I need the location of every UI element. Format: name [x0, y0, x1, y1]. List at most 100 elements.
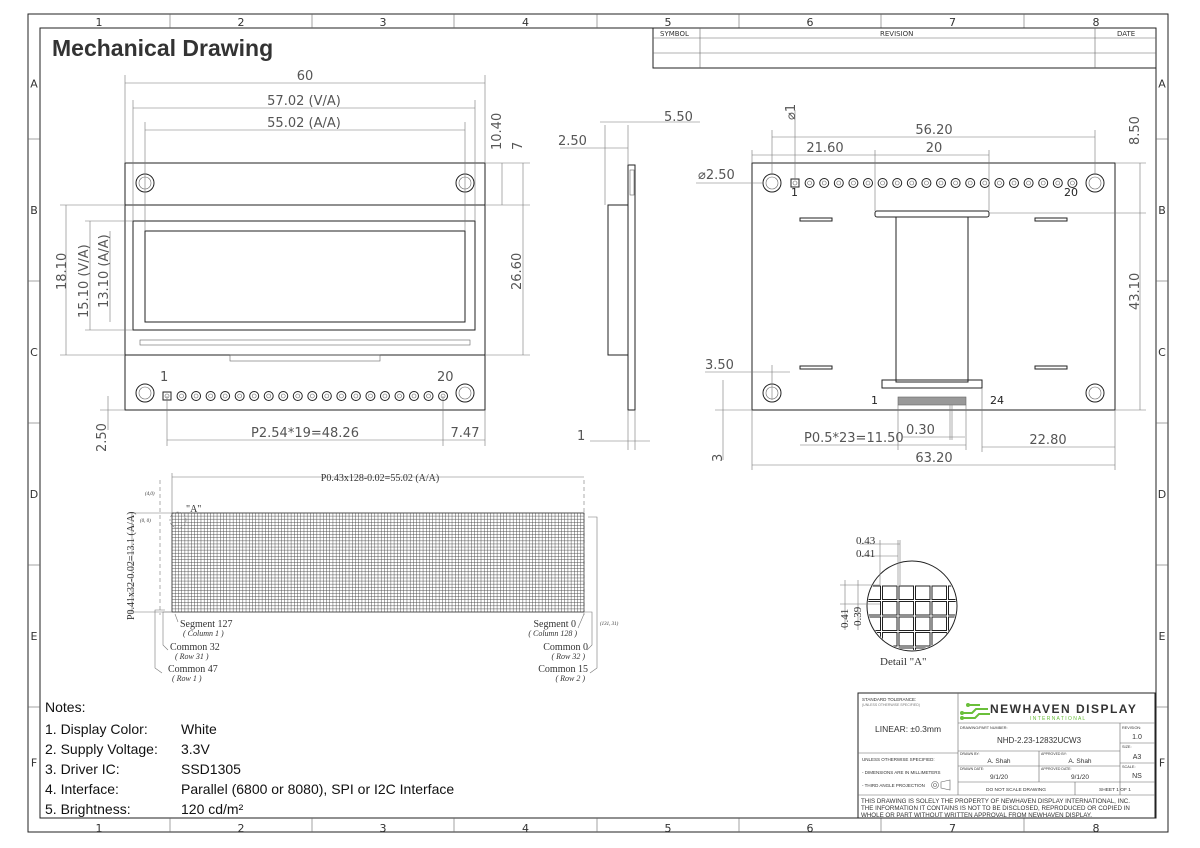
pin: [877, 178, 888, 188]
zone-row-label: A: [1158, 78, 1166, 91]
detail-pixel: [868, 647, 881, 650]
detail-pixel: [915, 616, 931, 631]
pin: [394, 391, 405, 401]
pin: [176, 391, 187, 401]
note-label: 3. Driver IC:: [45, 761, 120, 777]
label-common-0: Common 0: [543, 642, 588, 653]
dim-width: 60: [297, 69, 314, 84]
zone-column-label: 7: [949, 822, 956, 835]
zone-row-label: C: [30, 346, 38, 359]
dim-pin-offset: 7.47: [451, 426, 480, 441]
pin-hole: [1070, 180, 1075, 186]
rear-dim-width: 63.20: [915, 451, 952, 466]
pin-hole: [880, 180, 885, 186]
pin: [205, 391, 216, 401]
pin-hole: [865, 180, 871, 186]
detail-pixel: [948, 647, 956, 650]
rear-view: 56.20 21.60 20 ⌀1 ⌀2.50 1 20 1 24 8.50 4…: [696, 104, 1146, 470]
note-value: SSD1305: [181, 761, 241, 777]
pin-hole: [792, 180, 798, 186]
pin-hole: [953, 180, 958, 186]
size-value: A3: [1133, 754, 1142, 761]
front-pin-first: 1: [160, 370, 168, 385]
pin: [906, 178, 917, 188]
label-column-1: ( Column 1 ): [183, 629, 224, 638]
label-column-128: ( Column 128 ): [528, 629, 577, 638]
pin: [263, 391, 274, 401]
detail-pixel: [915, 585, 931, 600]
pin-hole: [836, 180, 842, 186]
detail-pixel: [898, 585, 914, 600]
pin-hole: [411, 393, 417, 399]
pin-hole: [894, 180, 900, 186]
zone-column-label: 5: [665, 822, 672, 835]
label-row-2: ( Row 2 ): [555, 674, 585, 683]
pin: [365, 391, 376, 401]
note-label: 2. Supply Voltage:: [45, 741, 158, 757]
rear-dim-mount-dia: ⌀2.50: [698, 168, 735, 183]
zone-row-label: F: [31, 757, 37, 770]
pin: [1023, 178, 1034, 188]
zone-row-label: E: [31, 630, 38, 643]
dim-pin-pitch: P2.54*19=48.26: [251, 426, 359, 441]
rear-dim-hole-x: 3.50: [705, 358, 734, 373]
rear-dim-hole-y: 3: [711, 454, 726, 462]
zone-column-label: 2: [238, 822, 245, 835]
pin-hole: [821, 180, 827, 186]
side-view: 2.50 5.50 1: [558, 110, 700, 450]
pin-hole: [924, 180, 929, 186]
std-tol-label: STANDARD TOLERANCE:: [862, 697, 916, 702]
dimensions-mm: - DIMENSIONS ARE IN MILLIMETERS: [862, 770, 941, 775]
drawn-date: 9/1/20: [990, 774, 1008, 781]
side-dim-a: 2.50: [558, 134, 587, 149]
label-segment-127: Segment 127: [180, 619, 233, 630]
do-not-scale: DO NOT SCALE DRAWING: [986, 787, 1046, 793]
zone-column-label: 3: [380, 822, 387, 835]
scale-label: SCALE:: [1122, 765, 1136, 769]
pin: [191, 391, 202, 401]
pin: [848, 178, 859, 188]
pin-hole: [397, 393, 402, 399]
pin: [409, 391, 420, 401]
company-name: NEWHAVEN DISPLAY: [990, 702, 1137, 716]
pin: [863, 178, 873, 188]
pin-hole: [339, 393, 344, 399]
detail-pitch-y: 0.41: [839, 609, 851, 628]
newhaven-logo: NEWHAVEN DISPLAY I N T E R N A T I O N A…: [960, 702, 1137, 722]
label-row-31: ( Row 31 ): [175, 652, 209, 661]
pin: [321, 391, 332, 401]
projection-icon: [931, 779, 951, 791]
zone-row-label: F: [1159, 757, 1165, 770]
rear-dim-fpc-offset: 22.80: [1029, 433, 1066, 448]
pin-hole: [353, 393, 359, 399]
pin-hole: [426, 393, 431, 399]
detail-pixel: [898, 647, 914, 650]
pin: [249, 391, 260, 401]
dim-top-1: 10.40: [490, 113, 505, 150]
pin-hole: [938, 180, 944, 186]
pin: [819, 178, 830, 188]
zone-column-label: 5: [665, 16, 672, 29]
rear-dim-fpc-pitch: P0.5*23=11.50: [804, 431, 904, 446]
pin-hole: [266, 393, 272, 399]
note-value: 120 cd/m²: [181, 801, 244, 817]
label-row-32: ( Row 32 ): [551, 652, 585, 661]
pin: [292, 391, 303, 401]
part-number: NHD-2.23-12832UCW3: [997, 736, 1082, 745]
pin: [936, 178, 946, 188]
zone-column-label: 8: [1093, 16, 1100, 29]
dim-left-2: 15.10 (V/A): [77, 244, 92, 318]
pin: [1038, 178, 1049, 188]
note-label: 4. Interface:: [45, 781, 119, 797]
rear-dim-height: 43.10: [1128, 273, 1143, 310]
origin-label: (0, 0): [140, 519, 151, 524]
revision-table: SYMBOL REVISION DATE: [652, 27, 1157, 69]
revision-header-revision: REVISION: [880, 30, 913, 38]
pin-hole: [909, 180, 915, 186]
approved-by-label: APPROVED BY:: [1041, 752, 1067, 756]
pin-hole: [193, 393, 199, 399]
fpc-pin-first: 1: [871, 394, 878, 407]
dim-aa-width: 55.02 (A/A): [267, 116, 341, 131]
dim-height: 26.60: [510, 253, 525, 290]
zone-row-label: C: [1158, 346, 1166, 359]
